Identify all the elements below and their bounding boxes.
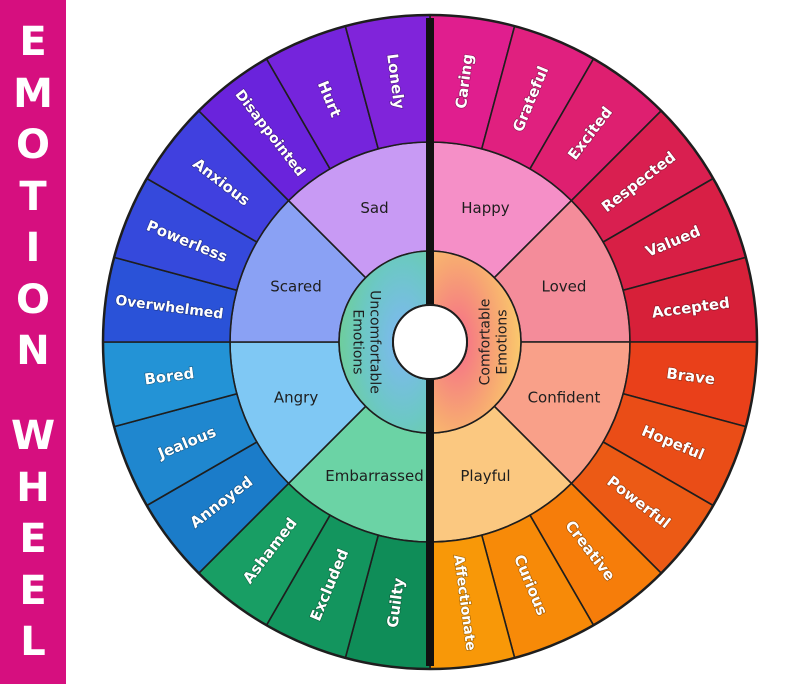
title-letter: L	[20, 619, 46, 665]
emotion-label: Scared	[270, 278, 322, 296]
emotion-label: Confident	[528, 388, 601, 406]
center-hole-ring	[392, 304, 468, 380]
core-label-line: Emotions	[495, 309, 511, 374]
title-letter: E	[19, 567, 47, 614]
title-letter: E	[19, 19, 47, 65]
title-letter: N	[16, 328, 50, 374]
emotion-label: Sad	[360, 199, 388, 217]
emotion-label: Embarrassed	[325, 467, 423, 485]
title-letter: I	[25, 225, 41, 271]
title-letter: H	[16, 464, 50, 511]
emotion-label: Angry	[274, 388, 318, 406]
title-letter: W	[10, 413, 56, 459]
core-label-line: Uncomfortable	[367, 290, 383, 394]
emotion-label: Happy	[461, 199, 510, 217]
emotion-label: Loved	[542, 278, 587, 296]
center-hole-fill	[393, 305, 467, 379]
title-letter: T	[19, 173, 47, 220]
title-letter: E	[19, 516, 47, 562]
title-letter: M	[13, 70, 53, 117]
core-label-line: Emotions	[350, 309, 366, 374]
title-letter: O	[15, 122, 50, 168]
core-label-line: Comfortable	[478, 299, 494, 386]
emotion-label: Playful	[460, 467, 510, 485]
title-letter: O	[15, 276, 50, 323]
wheel-border	[101, 13, 759, 671]
